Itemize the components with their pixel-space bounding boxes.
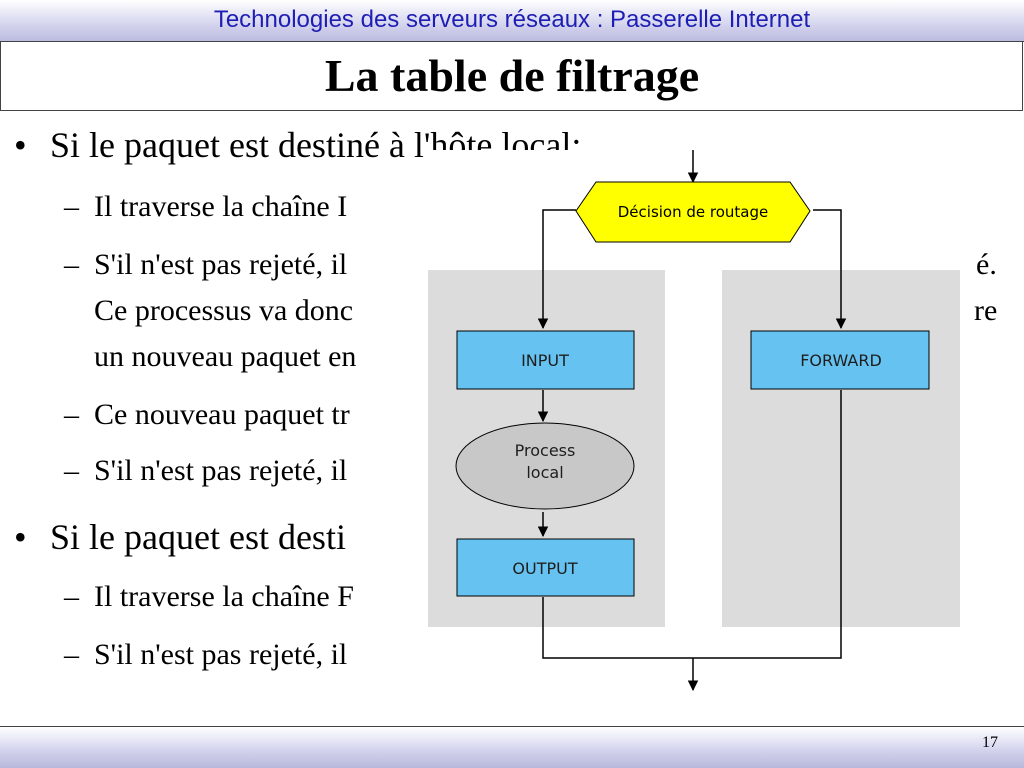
dash-icon: – (64, 190, 79, 223)
sub-line-5: Il traverse la chaîne F (94, 580, 354, 613)
forward-box (750, 330, 930, 390)
bullet-line-2: Si le paquet est desti (50, 517, 346, 557)
process-local-ellipse (455, 422, 635, 510)
sub-line-2-cont: Ce processus va donc (94, 294, 354, 327)
sub-line-2-cont-end: re (974, 294, 998, 327)
bullet-icon: • (14, 125, 27, 165)
process-label-line2: local (526, 463, 563, 482)
input-box (456, 330, 635, 390)
output-box (456, 538, 635, 597)
decision-label: Décision de routage (618, 203, 769, 221)
netfilter-diagram: Décision de routage INPUT Process local … (428, 150, 974, 695)
page-number: 17 (982, 734, 998, 751)
sub-line-6: S'il n'est pas rejeté, il (94, 638, 348, 671)
bullet-icon: • (14, 517, 27, 557)
dash-icon: – (64, 638, 79, 671)
dash-icon: – (64, 248, 79, 281)
footer-bar (0, 726, 1024, 768)
slide-title: La table de filtrage (324, 50, 700, 101)
sub-line-2-end: é. (976, 248, 997, 281)
presentation-title: Technologies des serveurs réseaux : Pass… (213, 6, 811, 33)
sub-line-4: S'il n'est pas rejeté, il (94, 454, 348, 487)
process-label-line1: Process (515, 441, 576, 460)
forward-label: FORWARD (800, 351, 882, 370)
sub-line-2-cont2: un nouveau paquet en (94, 340, 357, 373)
dash-icon: – (64, 454, 79, 487)
dash-icon: – (64, 398, 79, 431)
output-label: OUTPUT (512, 559, 577, 578)
decision-hexagon (575, 181, 811, 243)
dash-icon: – (64, 580, 79, 613)
diagram-svg: Décision de routage INPUT Process local … (428, 150, 960, 692)
header-bar (0, 0, 1024, 42)
sub-line-1: Il traverse la chaîne I (94, 190, 348, 223)
input-label: INPUT (521, 351, 569, 370)
connectors (537, 150, 847, 692)
sub-line-3: Ce nouveau paquet tr (94, 398, 350, 431)
slide-title-box (0, 42, 1023, 111)
sub-line-2: S'il n'est pas rejeté, il (94, 248, 348, 281)
